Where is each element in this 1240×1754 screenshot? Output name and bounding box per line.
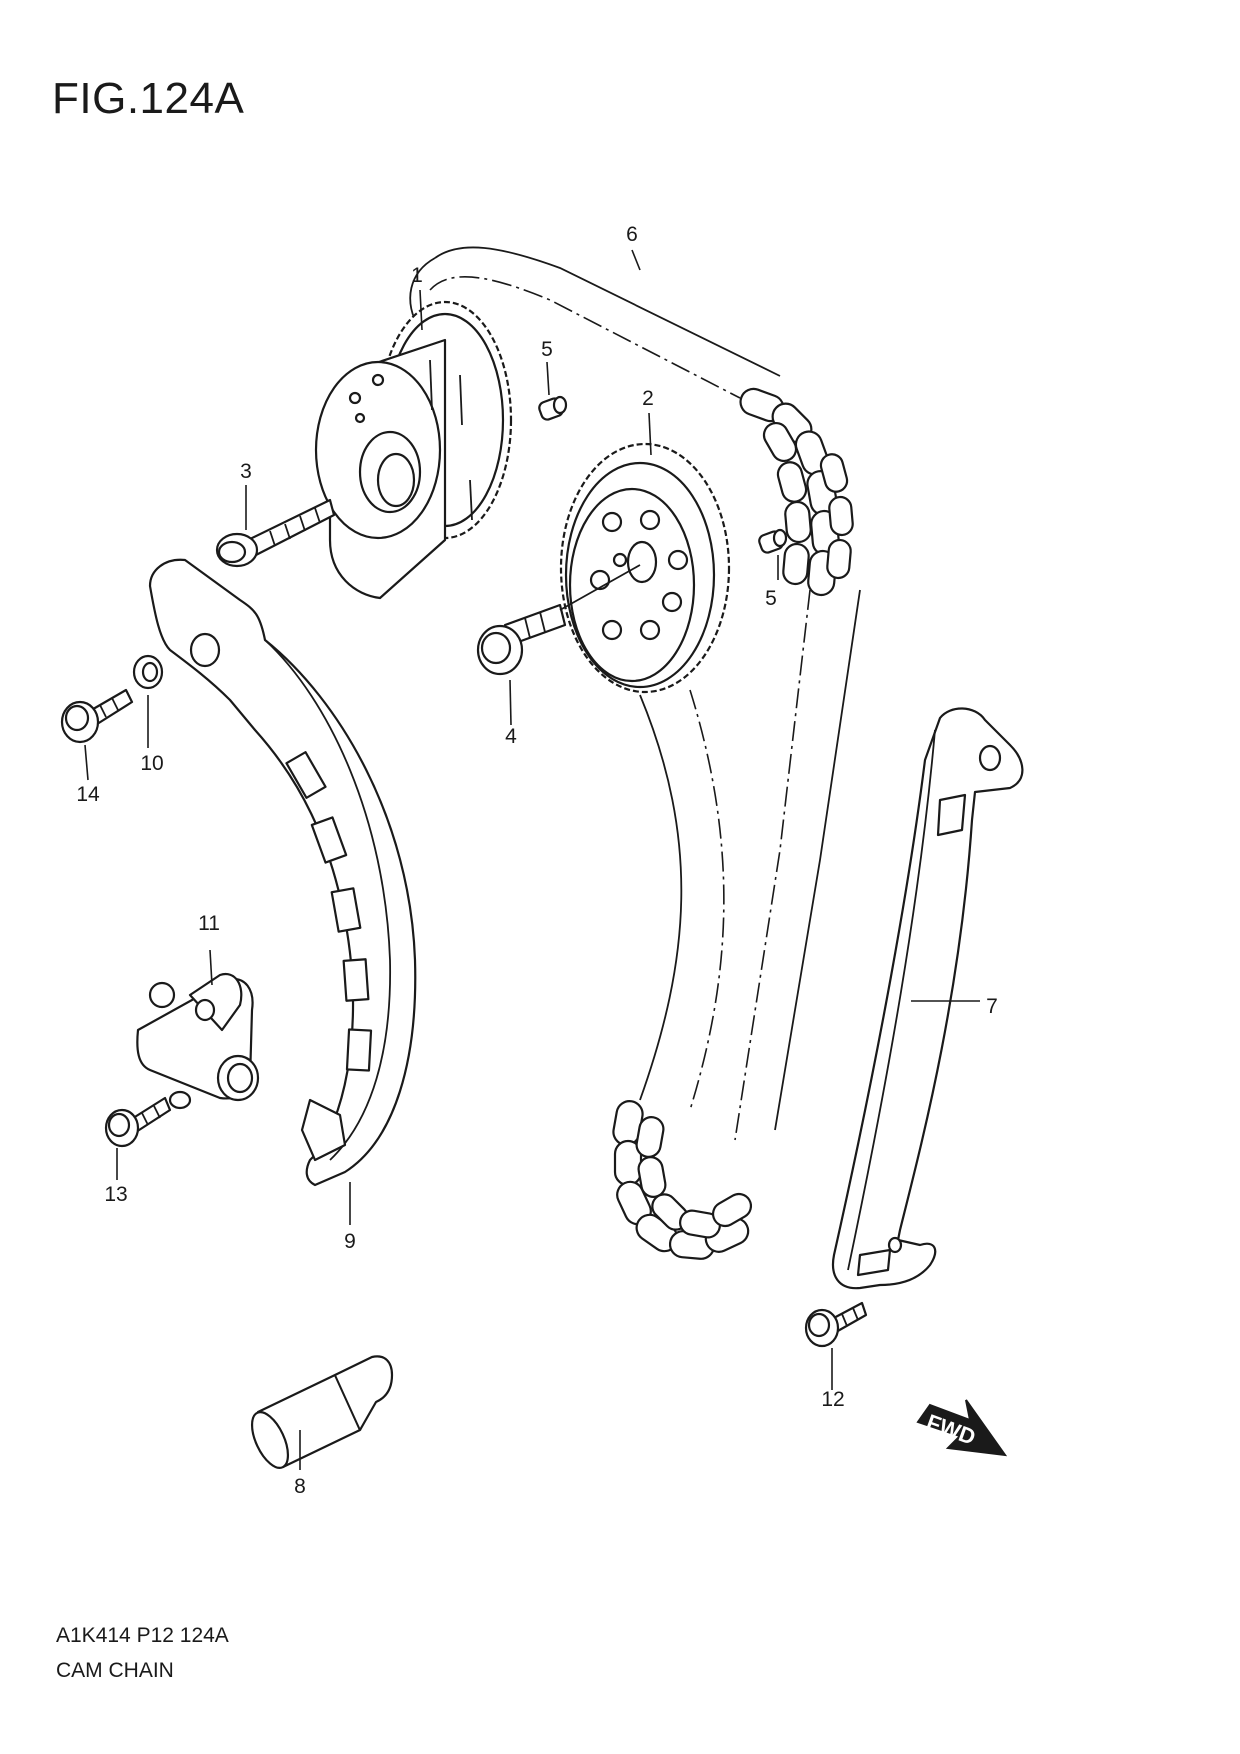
chain-guide-part-7[interactable] — [831, 707, 1024, 1290]
callout-12: 12 — [821, 1388, 844, 1411]
figure-caption: CAM CHAIN — [56, 1659, 174, 1682]
chain-links-lower — [612, 1100, 753, 1260]
callout-4: 4 — [505, 725, 517, 748]
callout-numbers: 1 2 3 4 5 5 6 7 8 9 10 11 12 13 14 — [76, 223, 998, 1498]
figure-title: FIG.124A — [52, 74, 245, 123]
callout-8: 8 — [294, 1475, 306, 1498]
chain-tensioner-adjuster-part-11[interactable] — [136, 972, 260, 1110]
callout-10: 10 — [140, 752, 163, 775]
cam-sprocket-part-2[interactable] — [559, 442, 731, 694]
pin-part-8[interactable] — [245, 1355, 394, 1473]
callout-13: 13 — [104, 1183, 127, 1206]
bolt-part-4[interactable] — [476, 564, 641, 676]
callout-5-lower: 5 — [765, 587, 777, 610]
chain-links-upper — [739, 387, 854, 597]
callout-6: 6 — [626, 223, 638, 246]
callout-11: 11 — [198, 912, 220, 935]
leader-lines — [84, 249, 980, 1470]
bolt-part-13[interactable] — [104, 1096, 172, 1148]
cam-sprocket-part-1[interactable] — [314, 300, 513, 600]
callout-1: 1 — [411, 264, 423, 287]
callout-14: 14 — [76, 783, 100, 806]
cam-chain-part-6[interactable] — [409, 246, 861, 1260]
bolt-part-3[interactable] — [215, 498, 336, 568]
callout-5-upper: 5 — [541, 338, 553, 361]
callout-7: 7 — [986, 995, 998, 1018]
chain-tensioner-guide-part-9[interactable] — [148, 558, 417, 1187]
bolt-part-14[interactable] — [60, 688, 134, 744]
callout-3: 3 — [240, 460, 252, 483]
washer-part-10[interactable] — [132, 654, 164, 690]
callout-2: 2 — [642, 387, 654, 410]
callout-9: 9 — [344, 1230, 356, 1253]
fwd-arrow-icon: FWD — [916, 1399, 1008, 1457]
dowel-pin-part-5-upper[interactable] — [538, 395, 568, 421]
bolt-part-12[interactable] — [804, 1301, 868, 1348]
figure-code: A1K414 P12 124A — [56, 1624, 229, 1647]
dowel-pin-part-5-lower[interactable] — [758, 528, 788, 554]
